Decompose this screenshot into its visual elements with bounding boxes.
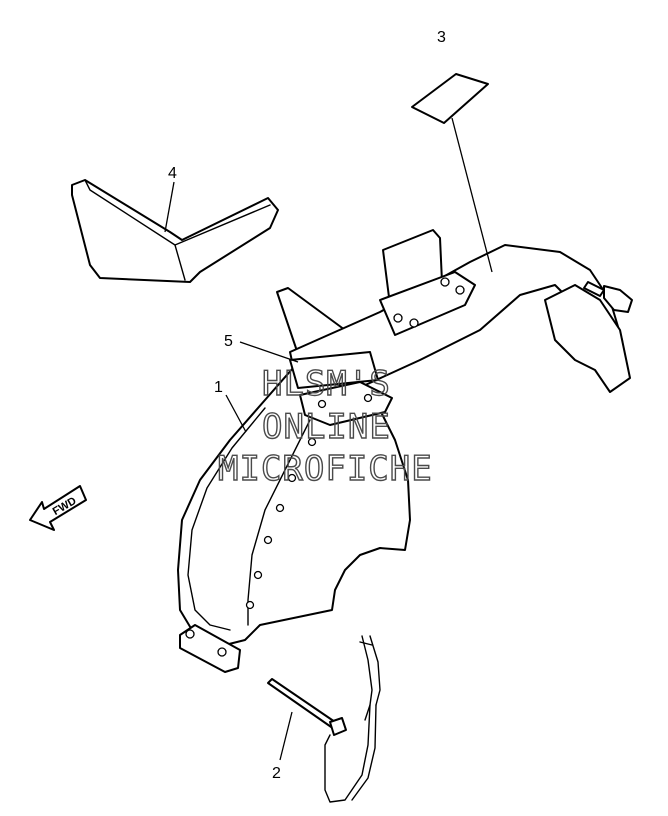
watermark: HLSM'S ONLINE MICROFICHE <box>217 363 433 489</box>
part-3-decal[interactable] <box>411 73 489 124</box>
callout-1: 1 <box>214 379 223 396</box>
watermark-line-2: ONLINE <box>262 407 391 447</box>
callout-2: 2 <box>272 765 281 782</box>
leader-2 <box>279 711 293 761</box>
fwd-arrow-icon: FWD <box>29 485 87 531</box>
callout-5: 5 <box>224 333 233 350</box>
part-2-hinge-pin[interactable] <box>267 635 381 803</box>
part-4-deflector[interactable] <box>71 179 279 283</box>
callout-4: 4 <box>168 165 177 182</box>
leader-5 <box>239 341 299 363</box>
watermark-line-3: MICROFICHE <box>218 449 433 489</box>
part-1-chute-housing[interactable] <box>177 229 633 673</box>
part-5-plate[interactable] <box>289 351 379 389</box>
leader-3 <box>451 117 493 273</box>
fwd-label: FWD <box>51 495 79 518</box>
leader-1 <box>225 394 247 433</box>
callout-3: 3 <box>437 29 446 46</box>
watermark-line-1: HLSM'S <box>262 364 391 404</box>
leader-4 <box>164 181 175 233</box>
